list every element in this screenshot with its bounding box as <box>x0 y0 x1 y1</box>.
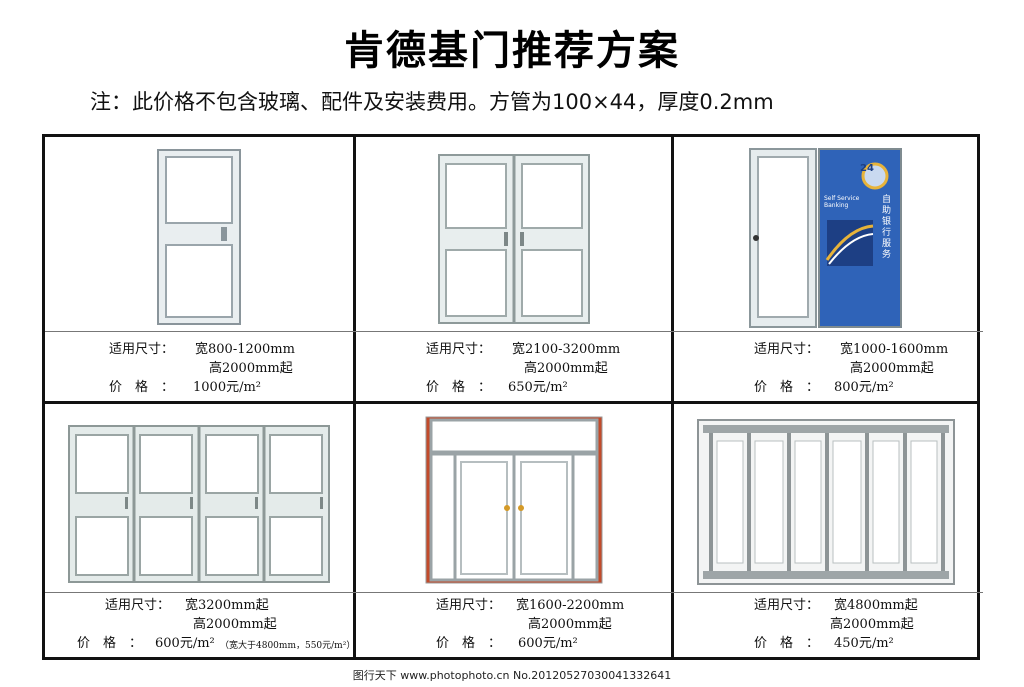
size-label: 适用尺寸： <box>426 342 492 357</box>
door-card: 适用尺寸： 宽800-1200mm 高2000mm起 价 格 ： 1000元/m² <box>45 137 353 401</box>
single-door-image <box>157 149 241 325</box>
grid-divider <box>45 401 977 404</box>
door-height: 高2000mm起 <box>528 617 612 632</box>
door-specs: 适用尺寸： 宽1000-1600mm 高2000mm起 价 格 ： 800元/m² <box>674 340 977 397</box>
door-specs: 适用尺寸： 宽2100-3200mm 高2000mm起 价 格 ： 650元/m² <box>356 340 671 397</box>
door-photo <box>356 414 671 586</box>
page-title: 肯德基门推荐方案 <box>344 28 680 74</box>
door-specs: 适用尺寸： 宽3200mm起 高2000mm起 价 格 ： 600元/m² （宽大于4… <box>45 596 356 653</box>
door-width: 宽2100-3200mm <box>512 342 621 357</box>
door-specs: 适用尺寸： 宽4800mm起 高2000mm起 价 格 ： 450元/m² <box>674 596 977 653</box>
door-width: 宽4800mm起 <box>834 598 918 613</box>
size-label: 适用尺寸： <box>754 342 820 357</box>
door-photo <box>674 147 977 329</box>
grid-divider <box>671 137 674 657</box>
door-price: 650元/m² <box>508 380 568 395</box>
price-note: 注：此价格不包含玻璃、配件及安装费用。方管为100×44，厚度0.2mm <box>90 90 774 114</box>
door-specs: 适用尺寸： 宽800-1200mm 高2000mm起 价 格 ： 1000元/m² <box>45 340 353 397</box>
storefront-door-image <box>425 416 602 584</box>
door-price: 450元/m² <box>834 636 894 651</box>
door-width: 宽1000-1600mm <box>840 342 949 357</box>
size-label: 适用尺寸： <box>109 342 175 357</box>
door-width: 宽3200mm起 <box>185 598 269 613</box>
door-specs: 适用尺寸： 宽1600-2200mm 高2000mm起 价 格 ： 600元/m² <box>356 596 671 653</box>
grid-divider <box>353 137 356 657</box>
door-photo <box>356 153 671 325</box>
price-label: 价 格 ： <box>109 380 175 395</box>
door-price: 1000元/m² <box>193 380 262 395</box>
separator-line <box>45 331 983 332</box>
door-photo <box>45 422 353 586</box>
double-door-image <box>437 154 590 324</box>
door-height: 高2000mm起 <box>524 361 608 376</box>
door-width: 宽1600-2200mm <box>516 598 625 613</box>
price-label: 价 格 ： <box>426 380 492 395</box>
banner-badge: 24 <box>860 163 874 174</box>
price-label: 价 格 ： <box>77 636 143 651</box>
banner-chinese: 自助银行服务 <box>882 195 892 260</box>
door-height: 高2000mm起 <box>209 361 293 376</box>
price-label: 价 格 ： <box>436 636 502 651</box>
door-card: 适用尺寸： 宽4800mm起 高2000mm起 价 格 ： 450元/m² <box>674 404 977 660</box>
door-grid: 适用尺寸：宽800-1200mm 高2000mm起 价 格 ：1000元/m² … <box>42 134 983 660</box>
door-card: 适用尺寸： 宽1600-2200mm 高2000mm起 价 格 ： 600元/m² <box>356 404 671 660</box>
door-height: 高2000mm起 <box>850 361 934 376</box>
price-label: 价 格 ： <box>754 636 820 651</box>
size-label: 适用尺寸： <box>436 598 502 613</box>
door-width: 宽800-1200mm <box>195 342 295 357</box>
door-card: 适用尺寸： 宽2100-3200mm 高2000mm起 价 格 ： 650元/m² <box>356 137 671 401</box>
banner-door-image <box>748 148 902 328</box>
separator-line <box>45 592 983 593</box>
size-label: 适用尺寸： <box>105 598 171 613</box>
door-photo <box>45 147 353 327</box>
door-price: 800元/m² <box>834 380 894 395</box>
price-label: 价 格 ： <box>754 380 820 395</box>
door-price: 600元/m² <box>155 636 215 651</box>
four-panel-door-image <box>68 425 330 583</box>
folding-door-image <box>696 419 955 585</box>
door-height: 高2000mm起 <box>193 617 277 632</box>
door-card: 适用尺寸： 宽3200mm起 高2000mm起 价 格 ： 600元/m² （宽大于4… <box>45 404 356 660</box>
door-card: 24 Self Service Banking 自助银行服务 适用尺寸： 宽100… <box>674 137 977 401</box>
door-photo <box>674 418 977 586</box>
door-price: 600元/m² <box>518 636 578 651</box>
door-height: 高2000mm起 <box>830 617 914 632</box>
price-note: （宽大于4800mm，550元/m²） <box>220 641 356 651</box>
size-label: 适用尺寸： <box>754 598 820 613</box>
watermark-footer: 图行天下 www.photophoto.cn No.20120527030041… <box>352 669 672 682</box>
banner-english: Self Service Banking <box>824 195 860 209</box>
